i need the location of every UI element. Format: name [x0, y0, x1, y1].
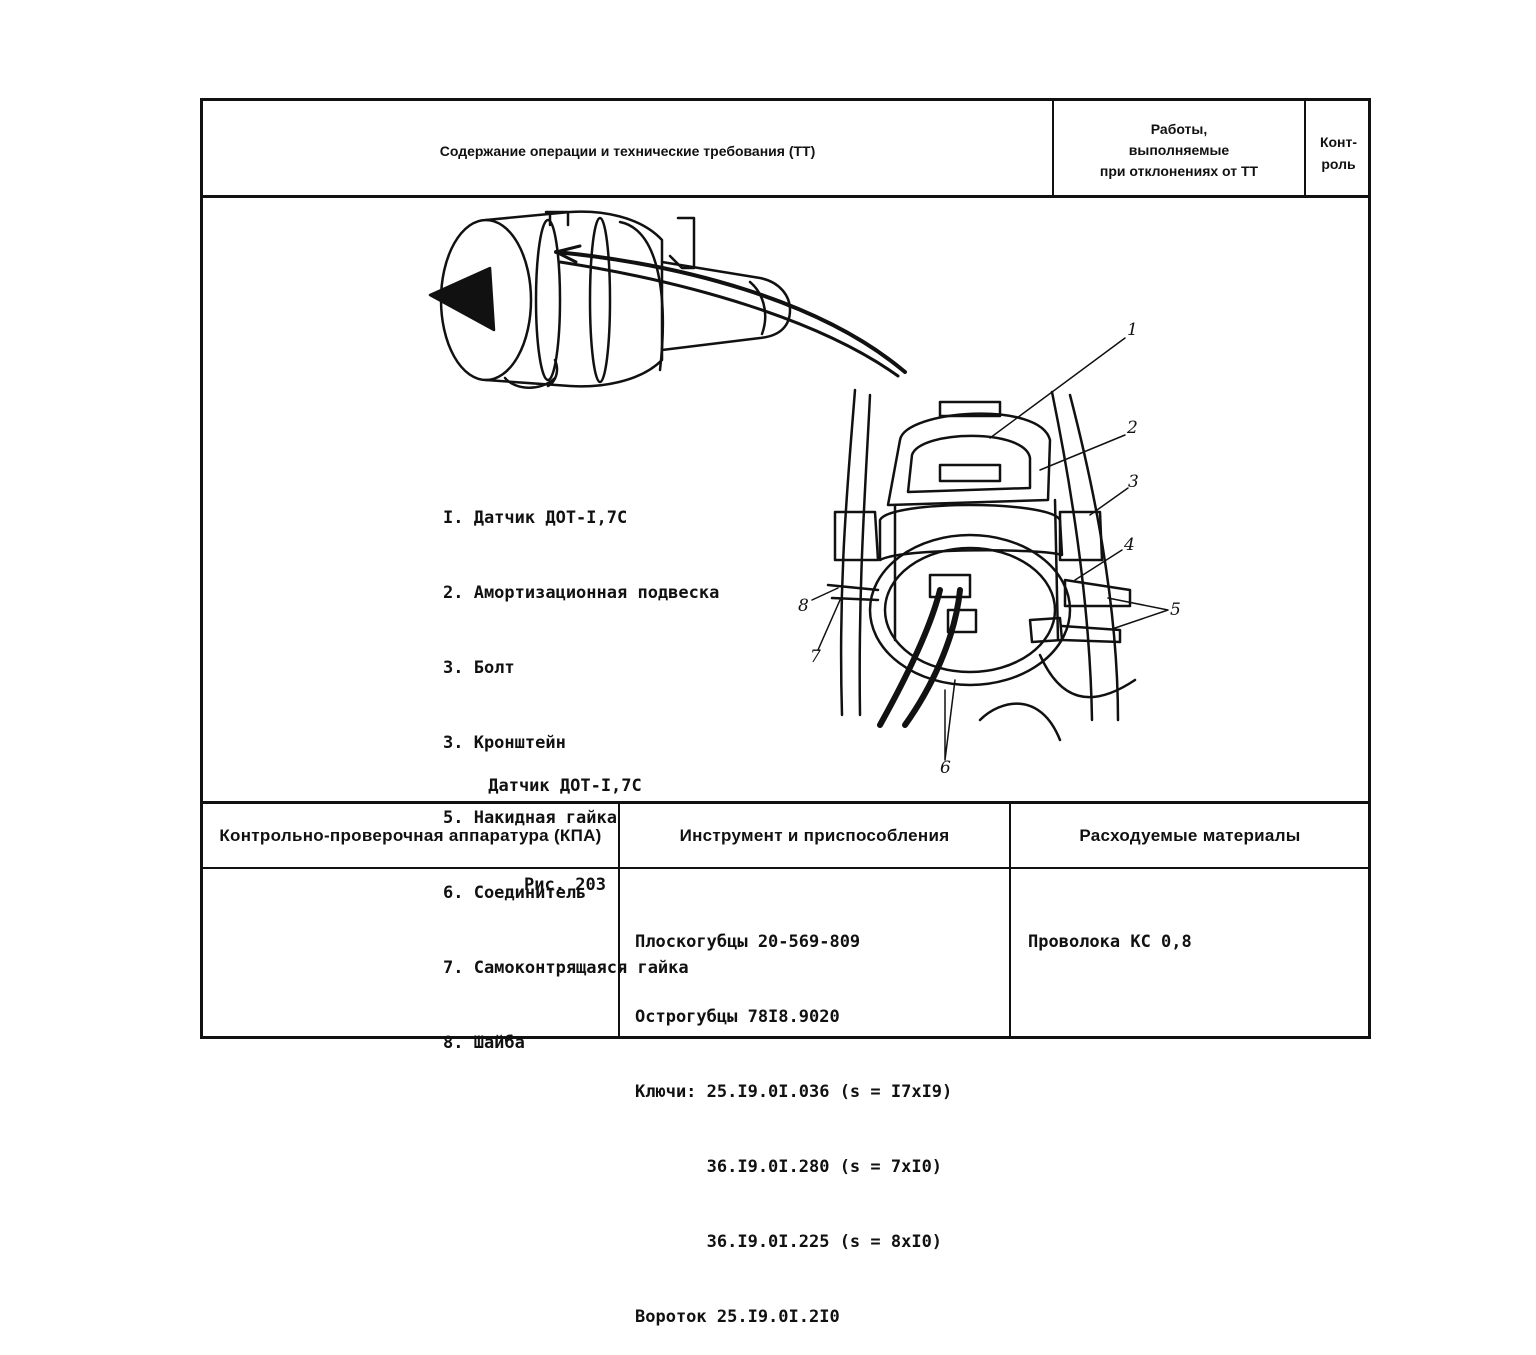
callout-3: 3: [1128, 472, 1139, 492]
kpa-header: Контрольно-проверочная аппаратура (КПА): [219, 826, 602, 845]
header-col-divider-1: [1052, 98, 1054, 197]
parts-legend: I. Датчик ДОТ-I,7С 2. Амортизационная по…: [443, 456, 719, 1081]
materials-header: Расходуемые материалы: [1079, 826, 1301, 845]
callout-4: 4: [1124, 535, 1135, 555]
tools-header: Инструмент и приспособления: [679, 826, 950, 845]
legend-item: 6. Соединитель: [443, 883, 587, 903]
callout-7: 7: [810, 647, 821, 667]
control-line-2: роль: [1321, 156, 1356, 172]
callout-2: 2: [1127, 418, 1138, 438]
deviation-works-line-1: Работы,: [1150, 121, 1208, 137]
legend-item: 5. Накидная гайка: [443, 808, 617, 828]
tool-item: 36.I9.0I.225 (s = 8хI0): [635, 1232, 943, 1252]
legend-item: I. Датчик ДОТ-I,7С: [443, 508, 628, 528]
deviation-works-line-3: при отклонениях от ТТ: [1099, 163, 1259, 179]
legend-item: 3. Кронштейн: [443, 733, 566, 753]
deviation-works-line-2: выполняемые: [1128, 142, 1230, 158]
document-frame: [200, 98, 1371, 1039]
legend-item: 8. Шайба: [443, 1033, 525, 1053]
legend-item: 2. Амортизационная подвеска: [443, 583, 720, 603]
footer-col-divider-2: [1009, 801, 1011, 1039]
callout-6: 6: [940, 758, 951, 778]
footer-divider: [200, 801, 1371, 804]
deviation-works-header: Работы, выполняемые при отклонениях от Т…: [1054, 119, 1304, 182]
engine-view: [428, 210, 792, 389]
material-item: Проволока КС 0,8: [1028, 932, 1192, 952]
tool-item: Ключи: 25.I9.0I.036 (s = I7хI9): [635, 1082, 953, 1102]
legend-item: 7. Самоконтрящаяся гайка: [443, 958, 689, 978]
materials-list: Проволока КС 0,8: [1028, 880, 1192, 980]
sensor-illustration: [428, 210, 1169, 761]
callout-1: 1: [1127, 320, 1138, 340]
tool-item: 36.I9.0I.280 (s = 7хI0): [635, 1157, 943, 1177]
header-divider: [200, 195, 1371, 198]
callout-5: 5: [1170, 600, 1181, 620]
callout-leaders: [811, 337, 1169, 761]
callout-8: 8: [798, 596, 809, 616]
figure-caption-number: Рис. 203: [524, 875, 606, 895]
footer-header-divider: [200, 867, 1371, 869]
tool-item: Плоскогубцы 20-569-809: [635, 932, 861, 952]
footer-col-divider-1: [618, 801, 620, 1039]
control-line-1: Конт-: [1319, 134, 1358, 150]
operation-content-header: Содержание операции и технические требов…: [439, 143, 816, 159]
figure-caption-title: Датчик ДОТ-I,7С: [488, 776, 642, 796]
tool-item: Острогубцы 78I8.9020: [635, 1007, 840, 1027]
tools-list: Плоскогубцы 20-569-809 Острогубцы 78I8.9…: [635, 880, 952, 1355]
figure-caption: Датчик ДОТ-I,7С Рис. 203: [470, 704, 660, 935]
header-col-divider-2: [1304, 98, 1306, 197]
legend-item: 3. Болт: [443, 658, 515, 678]
sensor-detail-view: [826, 388, 1137, 742]
tool-item: Вороток 25.I9.0I.2I0: [635, 1307, 840, 1327]
control-header: Конт- роль: [1306, 131, 1371, 175]
